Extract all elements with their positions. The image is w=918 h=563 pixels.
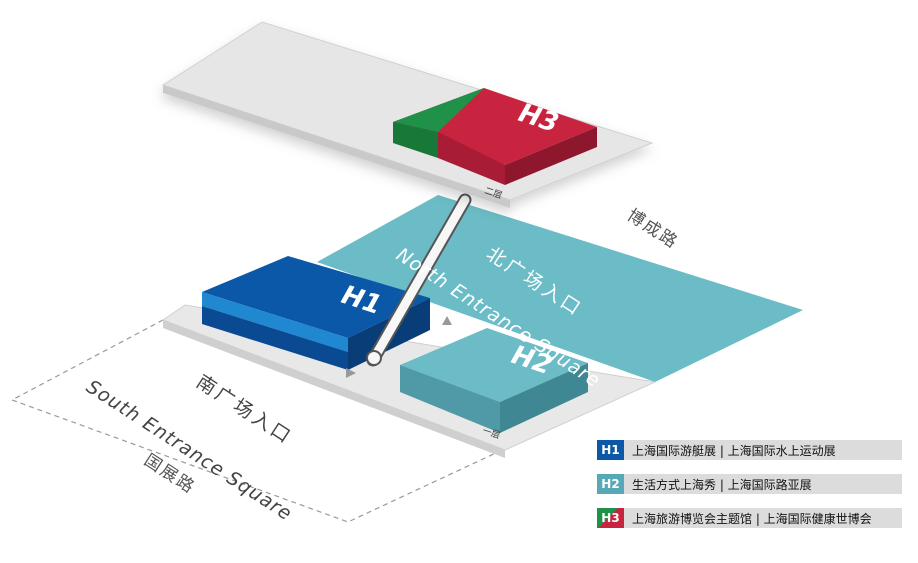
- arrow-up-icon: [442, 316, 452, 325]
- south-square-en-label: South Entrance Square: [82, 376, 296, 526]
- legend-text-h1: 上海国际游艇展 | 上海国际水上运动展: [632, 443, 836, 458]
- arrow-right-icon: [346, 368, 356, 378]
- second-floor-slab: [161, 21, 654, 208]
- legend-code-h2: H2: [597, 474, 624, 494]
- legend-item-h3[interactable]: H3 上海旅游博览会主题馆 | 上海国际健康世博会: [597, 508, 902, 528]
- legend-text-h2: 生活方式上海秀 | 上海国际路亚展: [632, 477, 812, 492]
- legend-code-h1: H1: [597, 440, 624, 460]
- ground-floor-tag: 一层: [481, 425, 502, 441]
- legend-text-h3: 上海旅游博览会主题馆 | 上海国际健康世博会: [632, 511, 872, 526]
- legend-item-h2[interactable]: H2 生活方式上海秀 | 上海国际路亚展: [597, 474, 902, 494]
- second-floor-tag: 二层: [483, 185, 504, 201]
- legend-item-h1[interactable]: H1 上海国际游艇展 | 上海国际水上运动展: [597, 440, 902, 460]
- road-bocheng-label: 博成路: [623, 205, 682, 253]
- legend-code-h3: H3: [597, 508, 624, 528]
- hall-legend: H1 上海国际游艇展 | 上海国际水上运动展 H2 生活方式上海秀 | 上海国际…: [597, 440, 902, 542]
- hall-h3-block[interactable]: H3: [393, 88, 597, 185]
- south-square-cn-label: 南广场入口: [192, 371, 296, 449]
- sky-bridge[interactable]: [366, 193, 472, 367]
- hall-h1-block[interactable]: H1: [202, 256, 430, 370]
